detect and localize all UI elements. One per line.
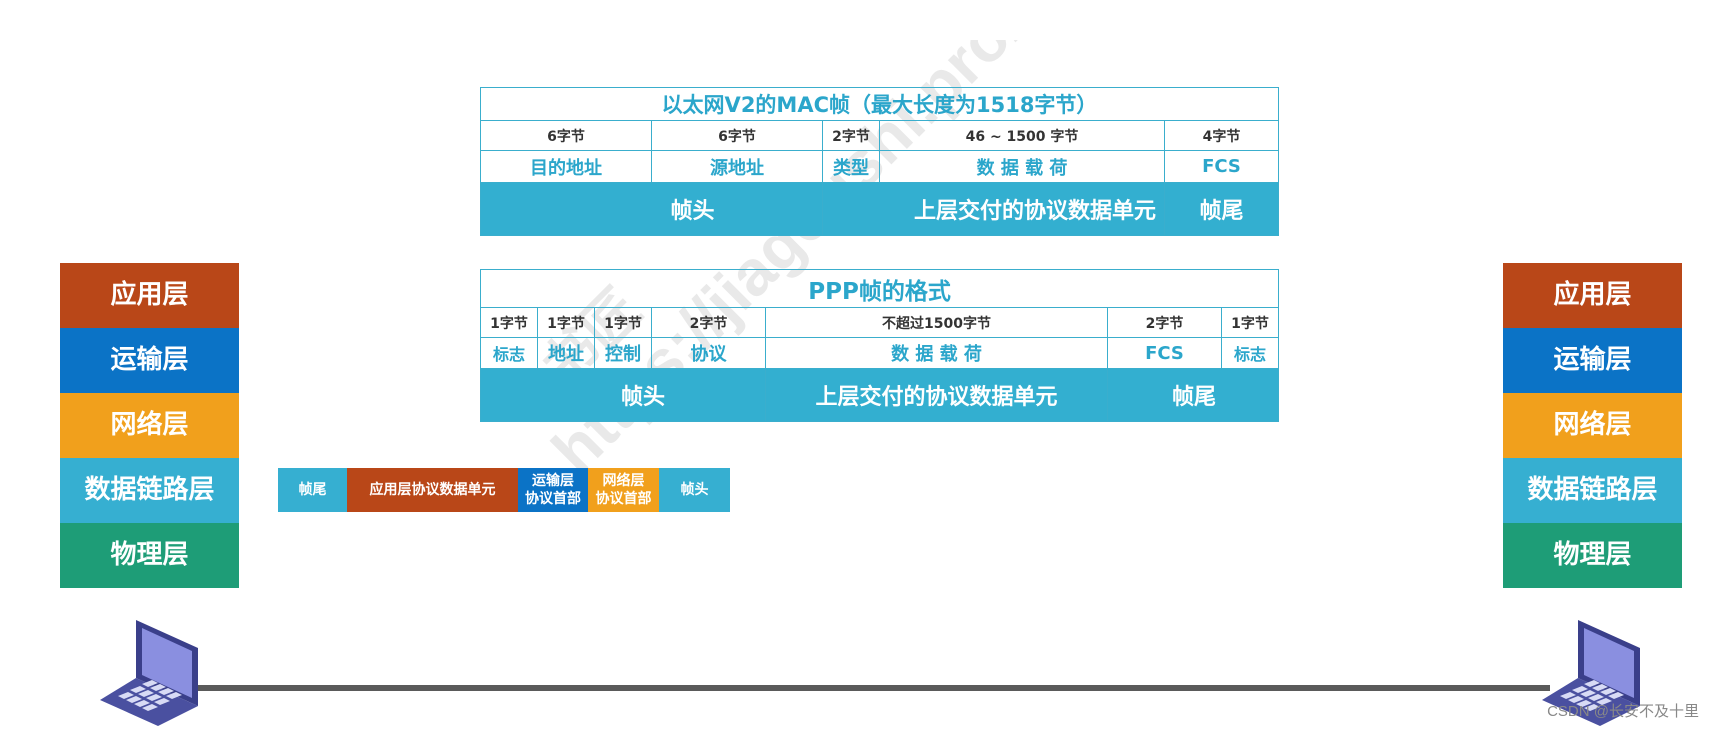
ppp-size-flag1: 1字节 bbox=[480, 307, 538, 338]
ppp-size-data: 不超过1500字节 bbox=[765, 307, 1108, 338]
encap-transport-header: 运输层 协议首部 bbox=[518, 468, 588, 512]
credit-text: CSDN @长安不及十里 bbox=[1547, 703, 1699, 720]
mac-field-data: 数 据 载 荷 bbox=[879, 150, 1165, 183]
right-layer-datalink: 数据链路层 bbox=[1503, 458, 1682, 523]
right-layer-physical: 物理层 bbox=[1503, 523, 1682, 588]
ppp-field-ctrl: 控制 bbox=[594, 337, 652, 369]
ppp-field-proto: 协议 bbox=[651, 337, 766, 369]
mac-frame-table: 以太网V2的MAC帧（最大长度为1518字节） 6字节 6字节 2字节 46 ~… bbox=[480, 87, 1279, 236]
link-line bbox=[190, 685, 1550, 691]
mac-size-src: 6字节 bbox=[651, 120, 823, 151]
right-layer-network: 网络层 bbox=[1503, 393, 1682, 458]
encap-trailer: 帧尾 bbox=[278, 468, 347, 512]
ppp-field-addr: 地址 bbox=[537, 337, 595, 369]
mac-size-dest: 6字节 bbox=[480, 120, 652, 151]
left-layer-datalink: 数据链路层 bbox=[60, 458, 239, 523]
ppp-size-ctrl: 1字节 bbox=[594, 307, 652, 338]
mac-size-type: 2字节 bbox=[822, 120, 880, 151]
ppp-field-fcs: FCS bbox=[1107, 337, 1222, 369]
encap-app-pdu: 应用层协议数据单元 bbox=[347, 468, 518, 512]
mac-field-dest: 目的地址 bbox=[480, 150, 652, 183]
ppp-field-flag2: 标志 bbox=[1220, 337, 1280, 369]
left-protocol-stack: 应用层 运输层 网络层 数据链路层 物理层 bbox=[60, 263, 239, 588]
ppp-size-proto: 2字节 bbox=[651, 307, 766, 338]
right-layer-application: 应用层 bbox=[1503, 263, 1682, 328]
left-layer-physical: 物理层 bbox=[60, 523, 239, 588]
mac-field-src: 源地址 bbox=[651, 150, 823, 183]
ppp-band-header: 帧头 bbox=[480, 368, 766, 422]
right-protocol-stack: 应用层 运输层 网络层 数据链路层 物理层 bbox=[1503, 263, 1682, 588]
ppp-frame-title: PPP帧的格式 bbox=[479, 269, 1280, 308]
ppp-size-flag2: 1字节 bbox=[1220, 307, 1280, 338]
ppp-frame-table: PPP帧的格式 1字节 1字节 1字节 2字节 不超过1500字节 2字节 1字… bbox=[479, 269, 1280, 422]
left-layer-network: 网络层 bbox=[60, 393, 239, 458]
encap-header: 帧头 bbox=[659, 468, 730, 512]
mac-size-data: 46 ~ 1500 字节 bbox=[879, 120, 1165, 151]
right-layer-transport: 运输层 bbox=[1503, 328, 1682, 393]
ppp-field-flag1: 标志 bbox=[480, 337, 538, 369]
ppp-band-trailer: 帧尾 bbox=[1106, 368, 1280, 422]
ppp-size-addr: 1字节 bbox=[537, 307, 595, 338]
mac-band-header: 帧头 bbox=[480, 182, 823, 236]
mac-size-fcs: 4字节 bbox=[1164, 120, 1279, 151]
right-laptop-icon bbox=[1540, 614, 1650, 730]
left-layer-transport: 运输层 bbox=[60, 328, 239, 393]
left-layer-application: 应用层 bbox=[60, 263, 239, 328]
mac-frame-title: 以太网V2的MAC帧（最大长度为1518字节） bbox=[480, 87, 1279, 121]
mac-band-pdu: 上层交付的协议数据单元 bbox=[822, 182, 1165, 236]
left-laptop-icon bbox=[98, 614, 208, 730]
ppp-field-data: 数 据 载 荷 bbox=[765, 337, 1108, 369]
mac-field-type: 类型 bbox=[822, 150, 880, 183]
mac-field-fcs: FCS bbox=[1164, 150, 1279, 183]
encap-network-header: 网络层 协议首部 bbox=[588, 468, 659, 512]
mac-band-trailer: 帧尾 bbox=[1164, 182, 1279, 236]
ppp-size-fcs: 2字节 bbox=[1107, 307, 1222, 338]
ppp-band-pdu: 上层交付的协议数据单元 bbox=[765, 368, 1108, 422]
